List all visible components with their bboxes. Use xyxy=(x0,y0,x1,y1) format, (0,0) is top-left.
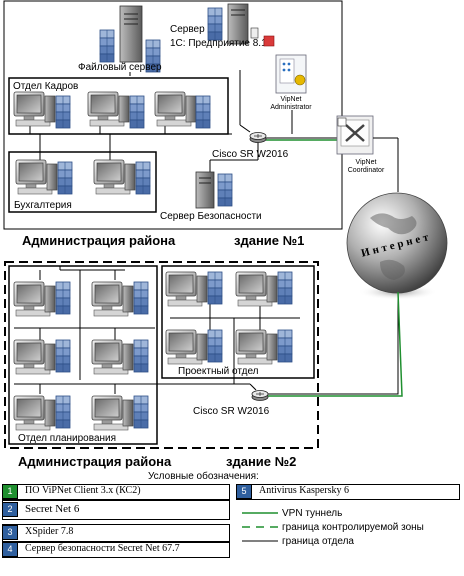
legend-title: Условные обозначения: xyxy=(148,470,259,482)
server-1c-label-1: Сервер xyxy=(170,24,205,35)
server-1c-icon xyxy=(227,3,249,45)
vipnet-admin-label-1: VipNet xyxy=(281,96,302,103)
vipnet-coord-label-1: VipNet xyxy=(356,159,377,166)
file-server-label: Файловый сервер xyxy=(78,62,162,73)
router-b1-label: Cisco SR W2016 xyxy=(212,149,289,160)
legend-label-2: Secret Net 6 xyxy=(25,503,80,515)
planning-dept-border xyxy=(8,265,158,445)
hr-dept-label: Отдел Кадров xyxy=(13,81,78,92)
legend-num-2: 2 xyxy=(2,502,18,517)
legend-num-4: 4 xyxy=(2,542,18,557)
legend-num-1: 1 xyxy=(2,484,18,499)
server-1c-badge-icon xyxy=(263,35,275,47)
legend-item-1: 1 ПО ViPNet Client 3.x (КС2) xyxy=(2,484,230,500)
legend-num-5: 5 xyxy=(236,484,252,499)
legend-label-1: ПО ViPNet Client 3.x (КС2) xyxy=(25,485,141,496)
security-server-module-icon xyxy=(217,173,233,207)
file-server-module-icon xyxy=(99,29,115,63)
legend-item-5: 5 Antivirus Kaspersky 6 xyxy=(236,484,460,500)
server-1c-module-icon xyxy=(207,7,223,41)
legend-item-4: 4 Сервер безопасности Secret Net 67.7 xyxy=(2,542,230,558)
router-b1-icon xyxy=(249,132,267,143)
legend-label-5: Antivirus Kaspersky 6 xyxy=(259,485,349,496)
legend-item-3: 3 XSpider 7.8 xyxy=(2,524,230,542)
planning-workstations xyxy=(13,281,149,431)
building2-control-zone xyxy=(4,261,319,449)
legend-zone-label: граница контролируемой зоны xyxy=(282,522,424,533)
legend-item-2: 2 Secret Net 6 xyxy=(2,500,230,520)
planning-dept-label: Отдел планирования xyxy=(18,433,116,444)
legend-label-3: XSpider 7.8 xyxy=(25,526,74,537)
security-server-icon xyxy=(195,171,215,209)
legend-num-3: 3 xyxy=(2,525,18,540)
router-b2-icon xyxy=(251,390,269,401)
accounting-label: Бухгалтерия xyxy=(14,200,72,211)
building1-caption-number: здание №1 xyxy=(234,233,304,248)
accounting-workstations xyxy=(15,159,151,195)
legend-label-4: Сервер безопасности Secret Net 67.7 xyxy=(25,543,180,554)
building1-caption-admin: Администрация района xyxy=(22,233,176,248)
building1-border xyxy=(3,0,343,230)
project-dept-label: Проектный отдел xyxy=(178,366,259,377)
vipnet-admin-label-2: Administrator xyxy=(270,104,312,111)
security-server-label: Сервер Безопасности xyxy=(160,211,262,222)
vpn-tunnel-line-b2 xyxy=(268,291,403,397)
legend-vpn-label: VPN туннель xyxy=(282,508,342,519)
vipnet-coord-label-2: Coordinator xyxy=(348,167,385,174)
hr-workstations xyxy=(13,91,211,129)
building2-caption-number: здание №2 xyxy=(226,454,296,469)
accounting-border xyxy=(8,151,157,213)
hr-dept-border xyxy=(8,77,229,135)
server-1c-label-2: 1С: Предприятие 8.1 xyxy=(170,38,267,49)
file-server-tower xyxy=(119,5,143,63)
internet-link-b2 xyxy=(266,292,399,395)
legend-dept-label: граница отдела xyxy=(282,536,354,547)
project-dept-border xyxy=(161,265,315,379)
router-b2-label: Cisco SR W2016 xyxy=(193,406,270,417)
building2-wiring xyxy=(14,266,300,394)
building2-caption-admin: Администрация района xyxy=(18,454,172,469)
